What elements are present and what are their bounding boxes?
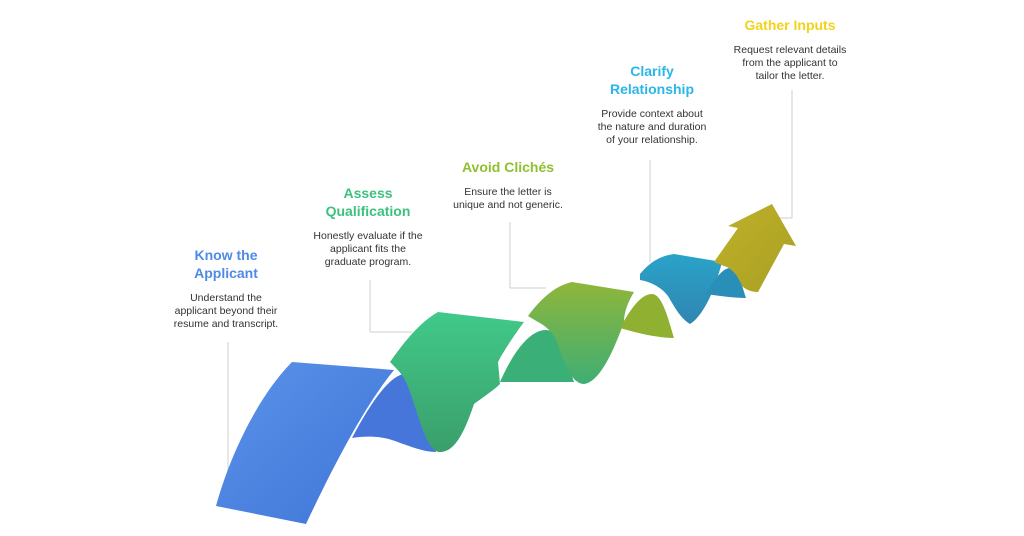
step-know-applicant: Know the Applicant Understand the applic… xyxy=(160,246,292,331)
ribbon-segment-avoid xyxy=(528,282,634,384)
step-desc-line: applicant fits the xyxy=(330,243,406,255)
step-description: Honestly evaluate if the applicant fits … xyxy=(300,230,436,269)
step-desc-line: Request relevant details xyxy=(733,44,847,56)
step-title: Clarify Relationship xyxy=(584,62,720,98)
step-assess-qualification: Assess Qualification Honestly evaluate i… xyxy=(300,184,436,269)
step-title-line: Assess xyxy=(343,185,393,201)
step-title-line: Gather Inputs xyxy=(744,17,836,33)
step-title-line: Qualification xyxy=(325,203,411,219)
step-desc-line: Ensure the letter is xyxy=(464,186,552,198)
step-desc-line: Provide context about xyxy=(601,108,703,120)
step-desc-line: tailor the letter. xyxy=(755,70,825,82)
step-title-line: Avoid Clichés xyxy=(461,159,555,175)
ribbon-segment-know-applicant xyxy=(216,362,394,524)
step-desc-line: applicant beyond their xyxy=(174,305,278,317)
step-desc-line: the nature and duration xyxy=(597,121,707,133)
step-desc-line: resume and transcript. xyxy=(173,318,279,330)
step-clarify-relationship: Clarify Relationship Provide context abo… xyxy=(584,62,720,147)
step-description: Provide context about the nature and dur… xyxy=(584,108,720,147)
step-description: Understand the applicant beyond their re… xyxy=(160,292,292,331)
step-desc-line: from the applicant to xyxy=(742,57,838,69)
step-title-line: Relationship xyxy=(609,81,694,97)
step-title: Assess Qualification xyxy=(300,184,436,220)
step-title: Gather Inputs xyxy=(722,16,858,34)
step-desc-line: graduate program. xyxy=(324,256,412,268)
step-desc-line: Honestly evaluate if the xyxy=(313,230,423,242)
step-description: Request relevant details from the applic… xyxy=(722,44,858,83)
step-desc-line: unique and not generic. xyxy=(453,199,563,211)
ribbon-fold-3 xyxy=(620,294,674,338)
step-desc-line: of your relationship. xyxy=(606,134,698,146)
step-desc-line: Understand the xyxy=(190,292,262,304)
step-avoid-cliches: Avoid Clichés Ensure the letter is uniqu… xyxy=(440,158,576,212)
ribbon-segment-clarify xyxy=(640,254,722,324)
ribbon-fold-4 xyxy=(706,268,746,298)
ribbon-fold-2 xyxy=(500,330,574,382)
step-gather-inputs: Gather Inputs Request relevant details f… xyxy=(722,16,858,83)
leader-lines xyxy=(227,90,793,476)
step-title: Avoid Clichés xyxy=(440,158,576,176)
step-description: Ensure the letter is unique and not gene… xyxy=(440,186,576,212)
step-title-line: Know the xyxy=(194,247,258,263)
arrow-head xyxy=(714,204,796,292)
step-title: Know the Applicant xyxy=(160,246,292,282)
step-title-line: Applicant xyxy=(194,265,258,281)
step-title-line: Clarify xyxy=(630,63,674,79)
ribbon-segment-assess xyxy=(390,312,524,452)
